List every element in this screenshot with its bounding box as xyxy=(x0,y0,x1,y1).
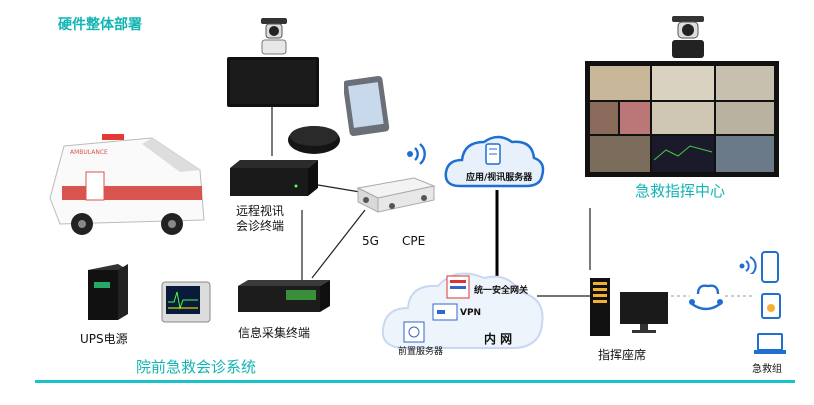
desktop-monitor-icon xyxy=(620,292,668,333)
phone-icon xyxy=(761,251,779,283)
center-camera-icon xyxy=(672,16,704,58)
cpe-to-info-line xyxy=(311,209,366,279)
tv-screen-icon xyxy=(227,57,319,107)
gateway-icon xyxy=(446,275,470,299)
deployment-title: 硬件整体部署 xyxy=(58,17,142,33)
tower-server-icon xyxy=(590,278,610,336)
cpe-label: CPE xyxy=(402,234,426,248)
front-server-label: 前置服务器 xyxy=(398,347,444,357)
pad-icon xyxy=(761,293,781,319)
security-gateway-label: 统一安全网关 xyxy=(474,286,529,296)
command-center-title: 急救指挥中心 xyxy=(635,182,726,200)
bottom-divider xyxy=(35,380,795,383)
speaker-icon xyxy=(288,126,340,154)
info-terminal-label: 信息采集终端 xyxy=(238,326,311,340)
ups-icon xyxy=(88,264,128,320)
dispatch-seat-label: 指挥座席 xyxy=(598,348,647,362)
ambulance-icon: AMBULANCE xyxy=(49,134,205,235)
ups-label: UPS电源 xyxy=(80,332,128,346)
share-icon xyxy=(689,284,723,311)
rescue-group-label: 急救组 xyxy=(752,364,782,375)
info-terminal-icon xyxy=(238,280,330,312)
vpn-icon xyxy=(432,303,458,321)
group-wifi-icon xyxy=(739,256,757,274)
video-wall-icon xyxy=(585,61,779,177)
terminal-to-cpe-line xyxy=(317,184,361,193)
wifi-signal-icon xyxy=(407,143,426,165)
five-g-label: 5G xyxy=(362,234,379,248)
camera-icon xyxy=(261,18,287,55)
video-terminal-label-2: 会诊终端 xyxy=(236,219,285,233)
tablet-icon xyxy=(344,76,390,136)
prehospital-system-title: 院前急救会诊系统 xyxy=(136,358,257,376)
monitor-device-icon xyxy=(161,281,211,323)
server-icon xyxy=(403,321,425,343)
app-server-label: 应用/视讯服务器 xyxy=(466,173,533,183)
video-terminal-label-1: 远程视讯 xyxy=(236,204,285,218)
vpn-label: VPN xyxy=(460,308,482,318)
cloud-server-icon xyxy=(444,135,545,188)
video-terminal-icon xyxy=(230,160,318,196)
cpe-router-icon xyxy=(356,177,436,213)
ambulance-text: AMBULANCE xyxy=(70,149,108,156)
laptop-icon xyxy=(754,333,786,354)
intranet-label: 内 网 xyxy=(484,332,513,346)
